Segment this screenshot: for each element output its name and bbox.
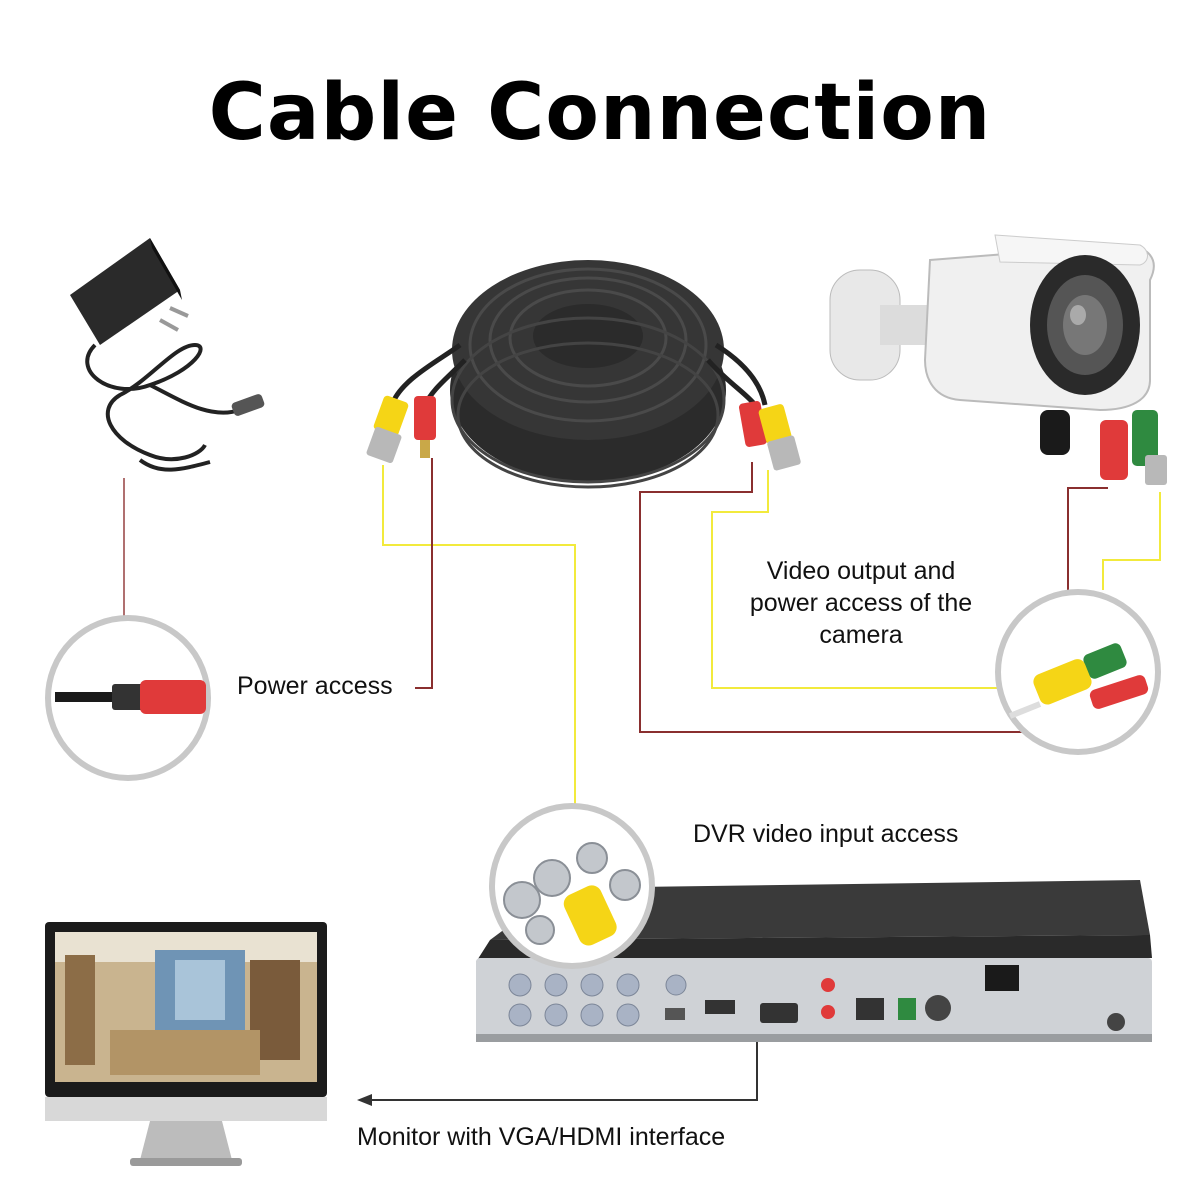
coiled-cable <box>366 260 801 489</box>
video-line-left <box>382 465 576 815</box>
power-line-right <box>639 462 1025 733</box>
bullet-camera <box>829 234 1167 485</box>
page-title: Cable Connection <box>208 68 992 158</box>
power-access-label: Power access <box>237 672 393 700</box>
video-line-right <box>711 470 998 689</box>
camera-video-line <box>1102 492 1161 590</box>
camera-power-line <box>1067 487 1108 590</box>
power-adapter <box>70 238 265 472</box>
dvr-input-label: DVR video input access <box>693 820 959 848</box>
video-output-label: Video output and power access of the cam… <box>749 557 973 649</box>
dvr-input-detail-circle <box>489 803 655 969</box>
camera-connector-detail-circle <box>995 589 1161 755</box>
monitor <box>45 922 327 1166</box>
power-line-left <box>415 458 433 689</box>
monitor-line <box>370 1030 758 1101</box>
dvr-recorder <box>476 880 1152 1042</box>
power-plug-detail-circle <box>45 615 211 781</box>
monitor-label: Monitor with VGA/HDMI interface <box>357 1123 726 1151</box>
monitor-arrow <box>357 1094 372 1106</box>
connector-lines <box>123 458 1161 1101</box>
